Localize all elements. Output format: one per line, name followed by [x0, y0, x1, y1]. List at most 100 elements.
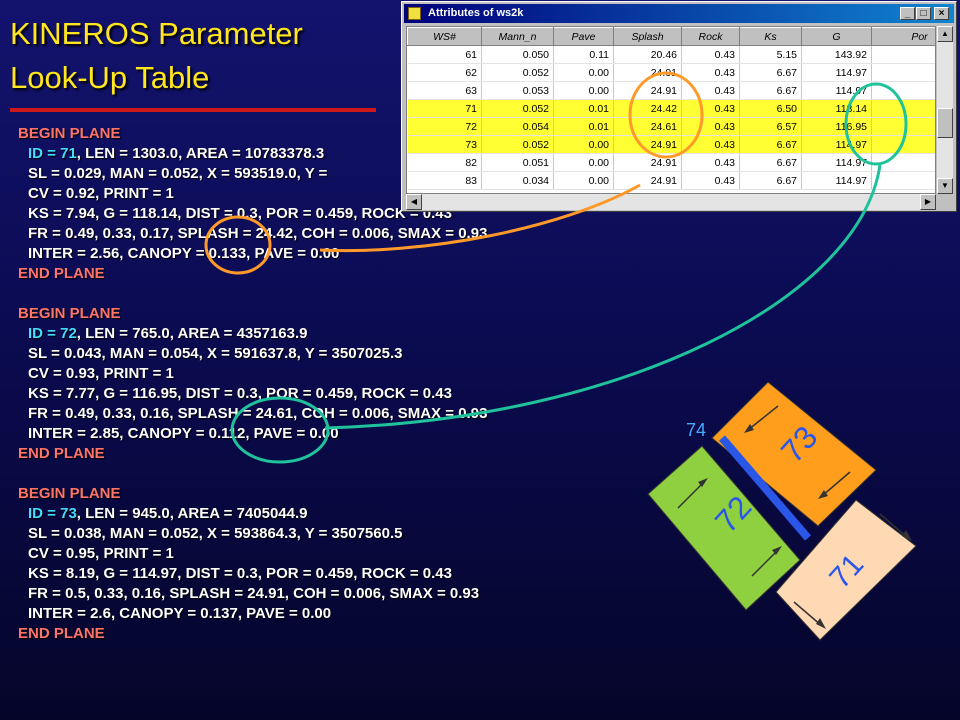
- plane-72-line-inter: INTER = 2.85, CANOPY = 0.112, PAVE = 0.0…: [28, 425, 339, 442]
- table-cell[interactable]: 114.97: [801, 171, 872, 190]
- scroll-thumb[interactable]: [937, 108, 953, 138]
- table-cell[interactable]: 0.00: [553, 171, 614, 190]
- table-cell[interactable]: 0: [871, 153, 935, 172]
- table-cell[interactable]: 0: [871, 63, 935, 82]
- table-cell[interactable]: 83: [407, 171, 482, 190]
- table-cell[interactable]: 0.051: [481, 153, 554, 172]
- scroll-right-icon[interactable]: ▶: [920, 194, 936, 210]
- attributes-window[interactable]: Attributes of ws2k _ □ × WS# Mann_n Pave…: [401, 1, 957, 212]
- table-cell[interactable]: 24.91: [613, 153, 682, 172]
- scroll-up-icon[interactable]: ▲: [937, 26, 953, 42]
- table-cell[interactable]: 73: [407, 135, 482, 154]
- table-cell[interactable]: 24.42: [613, 99, 682, 118]
- column-header[interactable]: Por: [871, 27, 935, 46]
- table-cell[interactable]: 6.67: [739, 63, 802, 82]
- slide-title: KINEROS Parameter Look-Up Table: [10, 12, 303, 100]
- table-cell[interactable]: 24.91: [613, 81, 682, 100]
- vertical-scrollbar[interactable]: ▲ ▼: [937, 26, 953, 194]
- table-cell[interactable]: 0.00: [553, 153, 614, 172]
- table-cell[interactable]: 0: [871, 171, 935, 190]
- table-cell[interactable]: 0.054: [481, 117, 554, 136]
- begin-plane-73: BEGIN PLANE: [18, 485, 121, 502]
- table-cell[interactable]: 63: [407, 81, 482, 100]
- scroll-down-icon[interactable]: ▼: [937, 178, 953, 194]
- table-cell[interactable]: 0.01: [553, 117, 614, 136]
- close-button[interactable]: ×: [934, 7, 949, 20]
- table-cell[interactable]: 6.67: [739, 171, 802, 190]
- column-header[interactable]: Ks: [739, 27, 802, 46]
- table-cell[interactable]: 24.91: [613, 171, 682, 190]
- table-cell[interactable]: 6.57: [739, 117, 802, 136]
- table-cell[interactable]: 0: [871, 135, 935, 154]
- table-cell[interactable]: 0.43: [681, 117, 740, 136]
- table-cell[interactable]: 0.43: [681, 153, 740, 172]
- table-cell[interactable]: 0.00: [553, 81, 614, 100]
- title-line-2: Look-Up Table: [10, 60, 210, 95]
- minimize-button[interactable]: _: [900, 7, 915, 20]
- channel-74: [718, 435, 812, 541]
- table-cell[interactable]: 0: [871, 45, 935, 64]
- scroll-left-icon[interactable]: ◀: [406, 194, 422, 210]
- table-cell[interactable]: 62: [407, 63, 482, 82]
- table-cell[interactable]: 6.67: [739, 153, 802, 172]
- table-cell[interactable]: 143.92: [801, 45, 872, 64]
- column-header[interactable]: WS#: [407, 27, 482, 46]
- table-cell[interactable]: 0.052: [481, 135, 554, 154]
- column-header[interactable]: Mann_n: [481, 27, 554, 46]
- table-cell[interactable]: 82: [407, 153, 482, 172]
- table-cell[interactable]: 72: [407, 117, 482, 136]
- table-cell[interactable]: 114.97: [801, 63, 872, 82]
- table-cell[interactable]: 114.97: [801, 81, 872, 100]
- table-cell[interactable]: 6.67: [739, 81, 802, 100]
- table-cell[interactable]: 0.11: [553, 45, 614, 64]
- table-cell[interactable]: 24.91: [613, 63, 682, 82]
- table-cell[interactable]: 20.46: [613, 45, 682, 64]
- table-cell[interactable]: 0.00: [553, 63, 614, 82]
- table-cell[interactable]: 61: [407, 45, 482, 64]
- table-cell[interactable]: 0: [871, 99, 935, 118]
- table-cell[interactable]: 0.053: [481, 81, 554, 100]
- table-cell[interactable]: 0.034: [481, 171, 554, 190]
- table-cell[interactable]: 0.43: [681, 171, 740, 190]
- table-cell[interactable]: 0.00: [553, 135, 614, 154]
- column-header[interactable]: Splash: [613, 27, 682, 46]
- table-cell[interactable]: 0.43: [681, 135, 740, 154]
- table-cell[interactable]: 0.43: [681, 45, 740, 64]
- table-cell[interactable]: 0.052: [481, 63, 554, 82]
- table-cell[interactable]: 114.97: [801, 135, 872, 154]
- table-cell[interactable]: 6.67: [739, 135, 802, 154]
- table-cell[interactable]: 0.050: [481, 45, 554, 64]
- table-cell[interactable]: 0.052: [481, 99, 554, 118]
- table-cell[interactable]: 0.43: [681, 99, 740, 118]
- column-header[interactable]: Pave: [553, 27, 614, 46]
- window-title-bar[interactable]: Attributes of ws2k _ □ ×: [404, 4, 954, 23]
- table-cell[interactable]: 6.50: [739, 99, 802, 118]
- table-cell[interactable]: 0: [871, 81, 935, 100]
- table-cell[interactable]: 0.43: [681, 81, 740, 100]
- table-cell[interactable]: 0.43: [681, 63, 740, 82]
- table-cell[interactable]: 5.15: [739, 45, 802, 64]
- table-cell[interactable]: 24.61: [613, 117, 682, 136]
- table-cell[interactable]: 24.91: [613, 135, 682, 154]
- title-line-1: KINEROS Parameter: [10, 16, 303, 51]
- maximize-button[interactable]: □: [916, 7, 931, 20]
- table-cell[interactable]: 0: [871, 117, 935, 136]
- table-cell[interactable]: 71: [407, 99, 482, 118]
- table-cell[interactable]: 0.01: [553, 99, 614, 118]
- plane-73-line-ks: KS = 8.19, G = 114.97, DIST = 0.3, POR =…: [28, 565, 452, 582]
- table-cell[interactable]: 118.14: [801, 99, 872, 118]
- column-header[interactable]: Rock: [681, 27, 740, 46]
- column-header[interactable]: G: [801, 27, 872, 46]
- table-cell[interactable]: 114.97: [801, 153, 872, 172]
- table-cell[interactable]: 116.95: [801, 117, 872, 136]
- horizontal-scrollbar[interactable]: ◀ ▶: [406, 194, 936, 210]
